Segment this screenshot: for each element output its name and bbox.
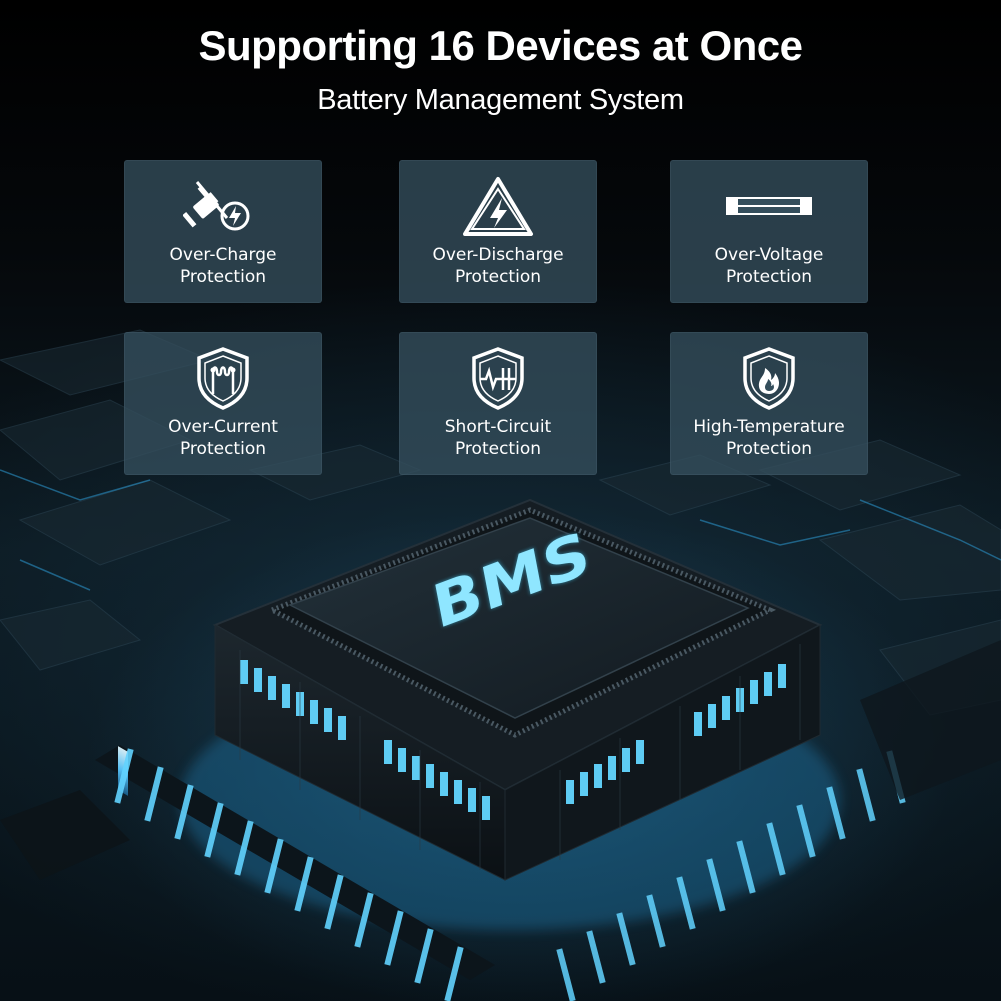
feature-card-high-temperature: High-Temperature Protection [670,332,868,475]
shield-current-icon [124,346,322,410]
shield-flame-icon [670,346,868,410]
page-title: Supporting 16 Devices at Once [198,22,803,69]
fuse-icon [670,174,868,238]
feature-card-short-circuit: Short-Circuit Protection [399,332,597,475]
feature-label: Over-Discharge Protection [432,245,564,287]
page-subtitle: Battery Management System [317,84,684,116]
feature-card-over-charge: Over-Charge Protection [124,160,322,303]
feature-label: Over-Voltage Protection [714,245,824,287]
warning-bolt-icon [399,174,597,238]
feature-card-over-current: Over-Current Protection [124,332,322,475]
feature-label: Over-Charge Protection [169,245,277,287]
shield-circuit-icon [399,346,597,410]
feature-card-over-voltage: Over-Voltage Protection [670,160,868,303]
feature-label: Over-Current Protection [168,417,278,459]
feature-label: High-Temperature Protection [693,417,845,459]
feature-card-over-discharge: Over-Discharge Protection [399,160,597,303]
unplug-bolt-icon [124,174,322,238]
feature-label: Short-Circuit Protection [444,417,552,459]
